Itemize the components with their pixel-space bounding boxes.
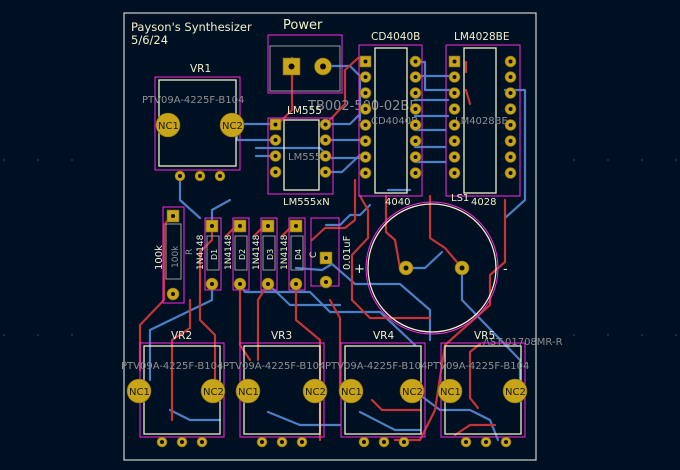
capacitor-value: 0.01uF [342,235,353,270]
potentiometer-vr1[interactable]: VR1 PTV09A-4225F-B104 NC1 NC2 [142,63,244,182]
vr3-label: VR3 [271,330,292,342]
diode-d2[interactable]: 1N4148 D2 [224,217,250,291]
svg-text:NC1: NC1 [129,387,150,398]
ls1-label: LS1 [451,193,469,204]
diode-d3[interactable]: 1N4148 D3 [252,217,278,291]
resistor-ref: R [185,249,195,255]
vr5-value: PTV09A-4225F-B104 [427,361,529,372]
diode-d3-ref: D3 [266,249,275,260]
ic-lm4028be[interactable]: LM4028BE LM4028BE LS1 4028 [445,31,521,208]
speaker-minus-label: - [503,262,508,277]
svg-text:NC1: NC1 [238,387,259,398]
svg-text:NC2: NC2 [203,387,224,398]
vr4-value: PTV09A-4225F-B104 [325,361,427,372]
resistor-value: 100k [154,245,165,270]
resistor-100k[interactable]: 100k R 100k [154,206,195,304]
vr2-label: VR2 [171,330,192,342]
diode-d1-ref: D1 [210,249,219,260]
vr3-value: PTV09A-4225F-B104 [223,361,325,372]
lm555-value: LM555xN [283,197,330,208]
diode-d2-ref: D2 [238,249,247,260]
diode-d4-value: 1N4148 [280,234,290,270]
speaker-plus-label: + [354,262,365,277]
svg-text:NC2: NC2 [222,121,243,132]
vr1-label: VR1 [190,63,211,75]
board-edge-outline [123,12,537,461]
potentiometer-vr4[interactable]: VR4 PTV09A-4225F-B104 NC1 NC2 [325,330,427,448]
capacitor-ref: C [309,252,319,258]
lm4028-value: LM4028BE [455,116,508,127]
cd4040-fab: 4040 [385,197,410,208]
board-title: Payson's Synthesizer [131,20,252,34]
diode-d4[interactable]: 1N4148 D4 [280,217,306,291]
cd4040-ref: CD4040B [371,31,420,43]
cd4040-value: CD4040B [371,116,418,127]
diode-d4-ref: D4 [294,249,303,260]
lm4028-ref: LM4028BE [454,31,509,43]
diode-d1[interactable]: 1N4148 D1 [196,217,222,291]
svg-text:NC2: NC2 [305,387,326,398]
vr4-label: VR4 [373,330,394,342]
svg-text:NC1: NC1 [158,121,179,132]
lm555-ref: LM555 [287,105,322,117]
speaker-ls1[interactable]: + - AST-01708MR-R [354,201,563,348]
power-connector[interactable]: Power [267,18,343,94]
power-label: Power [283,18,323,33]
lm555-fab: LM555 [288,152,321,163]
diode-d3-value: 1N4148 [252,234,262,270]
potentiometer-vr3[interactable]: VR3 PTV09A-4225F-B104 NC1 NC2 [223,330,328,448]
vr1-value: PTV09A-4225F-B104 [142,95,244,106]
resistor-fab: 100k [171,245,181,268]
board-date: 5/6/24 [131,33,168,47]
svg-text:NC1: NC1 [341,387,362,398]
svg-text:NC2: NC2 [505,387,526,398]
potentiometer-vr5[interactable]: VR5 PTV09A-4225F-B104 NC1 NC2 [427,330,529,448]
svg-text:NC2: NC2 [402,387,423,398]
grid-dots [3,159,677,336]
potentiometer-vr2[interactable]: VR2 PTV09A-4225F-B104 NC1 NC2 [121,330,226,448]
diode-d1-value: 1N4148 [196,234,206,270]
capacitor-0-01uf[interactable]: C 0.01uF [309,217,353,289]
lm4028-fab: 4028 [471,197,496,208]
diode-d2-value: 1N4148 [224,234,234,270]
vr2-value: PTV09A-4225F-B104 [121,361,223,372]
svg-text:NC1: NC1 [440,387,461,398]
ic-cd4040b[interactable]: CD4040B CD4040B 4040 [358,31,423,208]
vr5-label: VR5 [474,330,495,342]
ic-lm555[interactable]: LM555 LM555 LM555xN [267,105,334,208]
